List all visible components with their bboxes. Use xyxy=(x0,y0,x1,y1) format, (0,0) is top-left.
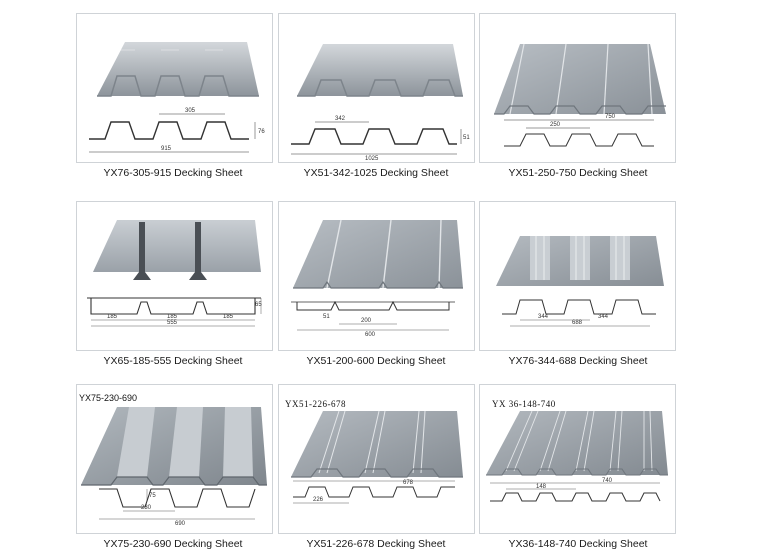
product-card-yx65-185-555[interactable]: 185 185 185 555 65 xyxy=(76,201,273,351)
dim-label: 185 xyxy=(223,314,234,320)
product-card-yx51-200-600[interactable]: 51 200 600 xyxy=(278,201,475,351)
product-caption: YX51-342-1025 Decking Sheet xyxy=(303,167,449,179)
dim-label: 342 xyxy=(335,116,346,122)
product-caption: YX76-344-688 Decking Sheet xyxy=(508,355,648,367)
product-card-yx76-305-915[interactable]: 305 915 76 xyxy=(76,13,273,163)
dim-label: 51 xyxy=(323,314,330,320)
dim-label: 600 xyxy=(365,332,376,338)
decking-sheet-illustration: 342 1025 51 xyxy=(291,44,470,162)
dim-label: 555 xyxy=(167,320,178,326)
product-model-label: YX75-230-690 xyxy=(79,393,138,403)
dim-label: 200 xyxy=(361,318,372,324)
dim-label: 305 xyxy=(185,108,196,114)
dim-label: 51 xyxy=(463,135,470,141)
product-caption: YX76-305-915 Decking Sheet xyxy=(103,167,243,179)
dim-label: 915 xyxy=(161,146,172,152)
dim-label: 750 xyxy=(605,114,616,120)
dim-label: 226 xyxy=(313,497,324,503)
dim-label: 740 xyxy=(602,478,613,484)
decking-sheet-illustration: 226 678 xyxy=(291,410,463,504)
decking-sheet-illustration: 250 750 xyxy=(494,43,666,147)
product-caption: YX75-230-690 Decking Sheet xyxy=(103,538,243,550)
product-caption: YX51-250-750 Decking Sheet xyxy=(508,167,648,179)
product-caption: YX36-148-740 Decking Sheet xyxy=(508,538,648,550)
product-model-label: YX 36-148-740 xyxy=(492,399,556,409)
decking-sheet-illustration: 75 230 690 xyxy=(81,407,267,527)
dim-label: 250 xyxy=(550,122,561,128)
dim-label: 690 xyxy=(175,521,186,527)
decking-sheet-illustration: 148 740 xyxy=(486,410,668,502)
product-caption: YX51-200-600 Decking Sheet xyxy=(306,355,446,367)
product-card-yx76-344-688[interactable]: 344 344 688 xyxy=(479,201,676,351)
product-card-yx51-226-678[interactable]: YX51-226-678 226 678 xyxy=(278,384,475,534)
decking-sheet-illustration: 51 200 600 xyxy=(291,219,463,338)
dim-label: 688 xyxy=(572,320,583,326)
product-card-yx51-342-1025[interactable]: 342 1025 51 xyxy=(278,13,475,163)
dim-label: 76 xyxy=(258,129,265,135)
dim-label: 148 xyxy=(536,484,547,490)
dim-label: 75 xyxy=(149,493,156,499)
dim-label: 230 xyxy=(141,505,152,511)
product-caption: YX65-185-555 Decking Sheet xyxy=(103,355,243,367)
product-card-yx36-148-740[interactable]: YX 36-148-740 148 740 xyxy=(479,384,676,534)
product-caption: YX51-226-678 Decking Sheet xyxy=(306,538,446,550)
decking-sheet-illustration: 344 344 688 xyxy=(496,236,664,327)
decking-sheet-illustration: 185 185 185 555 65 xyxy=(87,220,262,327)
product-model-label: YX51-226-678 xyxy=(285,399,346,409)
dim-label: 1025 xyxy=(365,156,379,162)
product-card-yx51-250-750[interactable]: 250 750 xyxy=(479,13,676,163)
dim-label: 344 xyxy=(538,314,549,320)
dim-label: 678 xyxy=(403,480,414,486)
decking-sheet-illustration: 305 915 76 xyxy=(89,42,265,153)
dim-label: 185 xyxy=(167,314,178,320)
dim-label: 185 xyxy=(107,314,118,320)
dim-label: 344 xyxy=(598,314,609,320)
product-card-yx75-230-690[interactable]: YX75-230-690 75 230 690 xyxy=(76,384,273,534)
dim-label: 65 xyxy=(255,302,262,308)
